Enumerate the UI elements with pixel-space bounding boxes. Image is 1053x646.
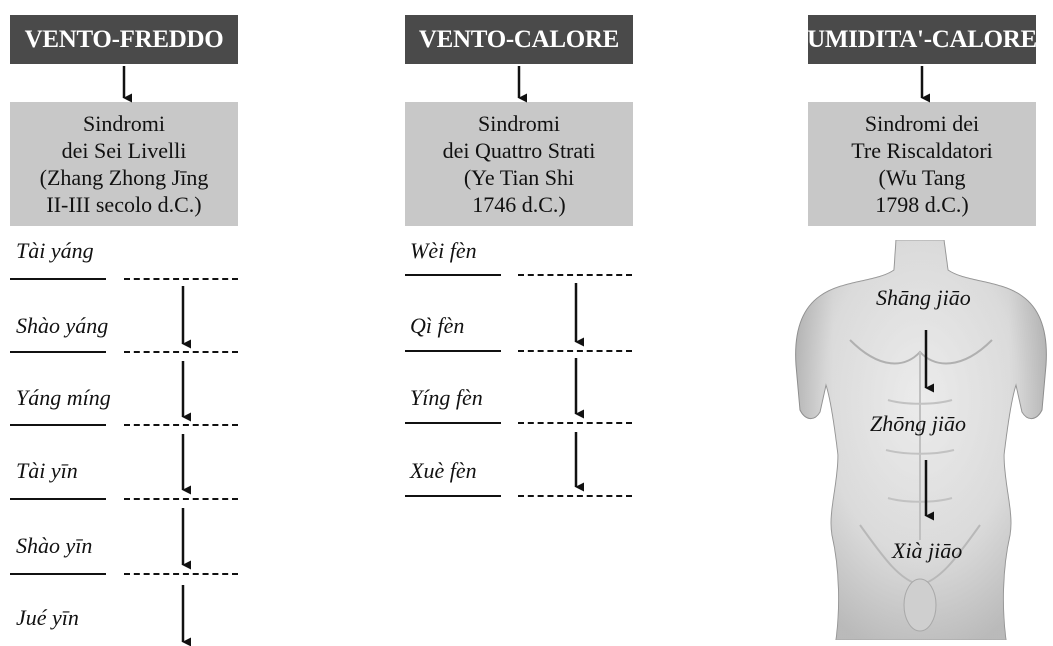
arrows-layer [0, 0, 1053, 646]
